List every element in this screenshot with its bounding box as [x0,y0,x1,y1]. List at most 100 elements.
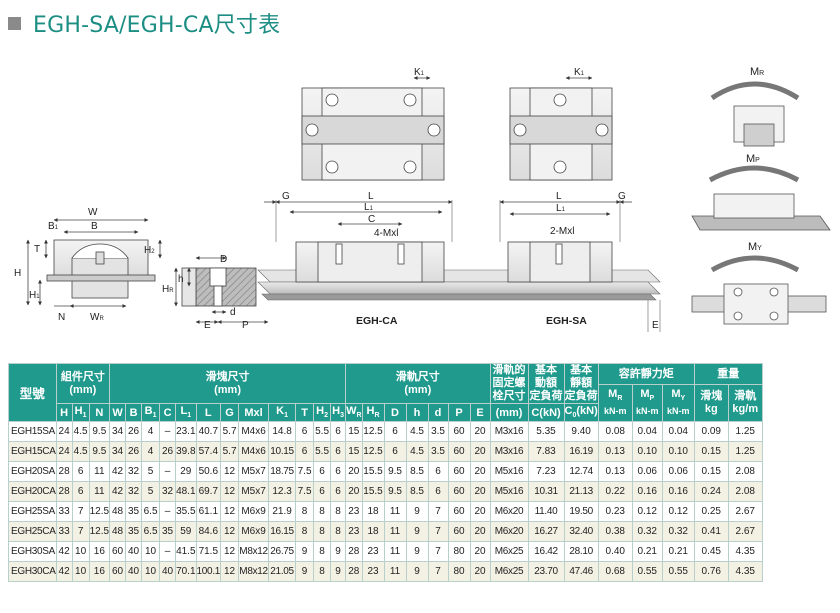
value-cell: 0.06 [661,461,695,482]
value-cell: 7 [71,521,90,542]
value-cell: 0.32 [631,521,663,542]
value-cell: 0.04 [631,421,663,442]
ca-dim-L1: L1 [364,202,374,213]
subheader-cell: L [195,403,222,422]
value-cell: 1.25 [727,441,763,462]
value-cell: 7.83 [527,441,565,462]
value-cell: 23.70 [527,561,565,582]
value-cell: 1.25 [727,421,763,442]
value-cell: 4 [141,441,161,462]
value-cell: 8 [313,541,332,562]
value-cell: 20 [469,521,491,542]
value-cell: 24 [55,421,73,442]
value-cell: 0.40 [597,541,633,562]
value-cell: 16.19 [563,441,599,462]
value-cell: 11 [383,521,407,542]
value-cell: 12.74 [563,461,599,482]
value-cell: 0.15 [693,441,729,462]
value-cell: 12.5 [361,441,385,462]
value-cell: 5.35 [527,421,565,442]
value-cell: 2.08 [727,461,763,482]
value-cell: 2.08 [727,481,763,502]
value-cell: 6 [313,481,332,502]
value-cell: 23 [345,501,363,522]
value-cell: 6 [330,421,347,442]
value-cell: 2.67 [727,521,763,542]
dim-h: h [178,274,184,285]
value-cell: 0.12 [631,501,663,522]
value-cell: 40 [159,561,177,582]
value-cell: 0.21 [631,541,663,562]
value-cell: – [159,541,177,562]
value-cell: 5.7 [220,421,240,442]
value-cell: 16 [88,541,111,562]
dim-H: H [14,268,21,279]
value-cell: 7 [427,521,449,542]
value-cell: 9 [295,541,315,562]
value-cell: 60 [447,441,471,462]
sa-dim-E: E [652,320,659,331]
value-cell: 0.38 [597,521,633,542]
value-cell: 41.5 [175,541,197,562]
value-cell: 0.08 [597,421,633,442]
value-cell: M4x6 [238,421,270,442]
value-cell: 18.75 [268,461,297,482]
value-cell: 6 [295,441,315,462]
value-cell: 12 [220,461,240,482]
value-cell: 6 [383,421,407,442]
value-cell: 26 [125,421,143,442]
value-cell: 3.5 [427,421,449,442]
value-cell: 60 [109,561,127,582]
value-cell: 7 [71,501,90,522]
value-cell: 42 [109,461,127,482]
value-cell: 84.6 [195,521,222,542]
value-cell: 40 [125,561,143,582]
title-bar: EGH-SA/EGH-CA尺寸表 [8,6,280,40]
value-cell: 60 [447,421,471,442]
value-cell: M6x9 [238,501,270,522]
value-cell: 11 [383,561,407,582]
value-cell: 70.1 [175,561,197,582]
subheader-cell: H2 [313,403,332,422]
value-cell: 0.68 [597,561,633,582]
moment-my [691,255,827,325]
value-cell: M6x20 [489,521,529,542]
value-cell: 15.5 [361,461,385,482]
dim-E-left: E [204,320,211,331]
header-static-load: 基本靜額定負荷 [563,363,599,404]
value-cell: 61.1 [195,501,222,522]
value-cell: 21.13 [563,481,599,502]
value-cell: 4.5 [71,421,90,442]
value-cell: 0.16 [631,481,663,502]
value-cell: 60 [447,501,471,522]
value-cell: 0.09 [693,421,729,442]
value-cell: 9 [330,561,347,582]
value-cell: 35 [159,521,177,542]
value-cell: 8 [330,501,347,522]
value-cell: 0.55 [631,561,663,582]
dim-H2: H2 [144,245,155,256]
value-cell: 33 [55,521,73,542]
value-cell: 6.5 [141,521,161,542]
value-cell: 0.32 [661,521,695,542]
value-cell: M4x6 [238,441,270,462]
value-cell: 9.5 [88,421,111,442]
value-cell: 28 [55,461,73,482]
value-cell: 42 [55,561,73,582]
ca-dim-C: C [368,214,375,225]
sa-dim-K1: K1 [574,67,585,78]
dim-D: D [220,254,227,265]
sa-dim-L: L [556,191,562,202]
value-cell: 23 [361,541,385,562]
value-cell: 6.5 [141,501,161,522]
value-cell: 7.23 [527,461,565,482]
value-cell: 16 [88,561,111,582]
value-cell: 32 [125,481,143,502]
